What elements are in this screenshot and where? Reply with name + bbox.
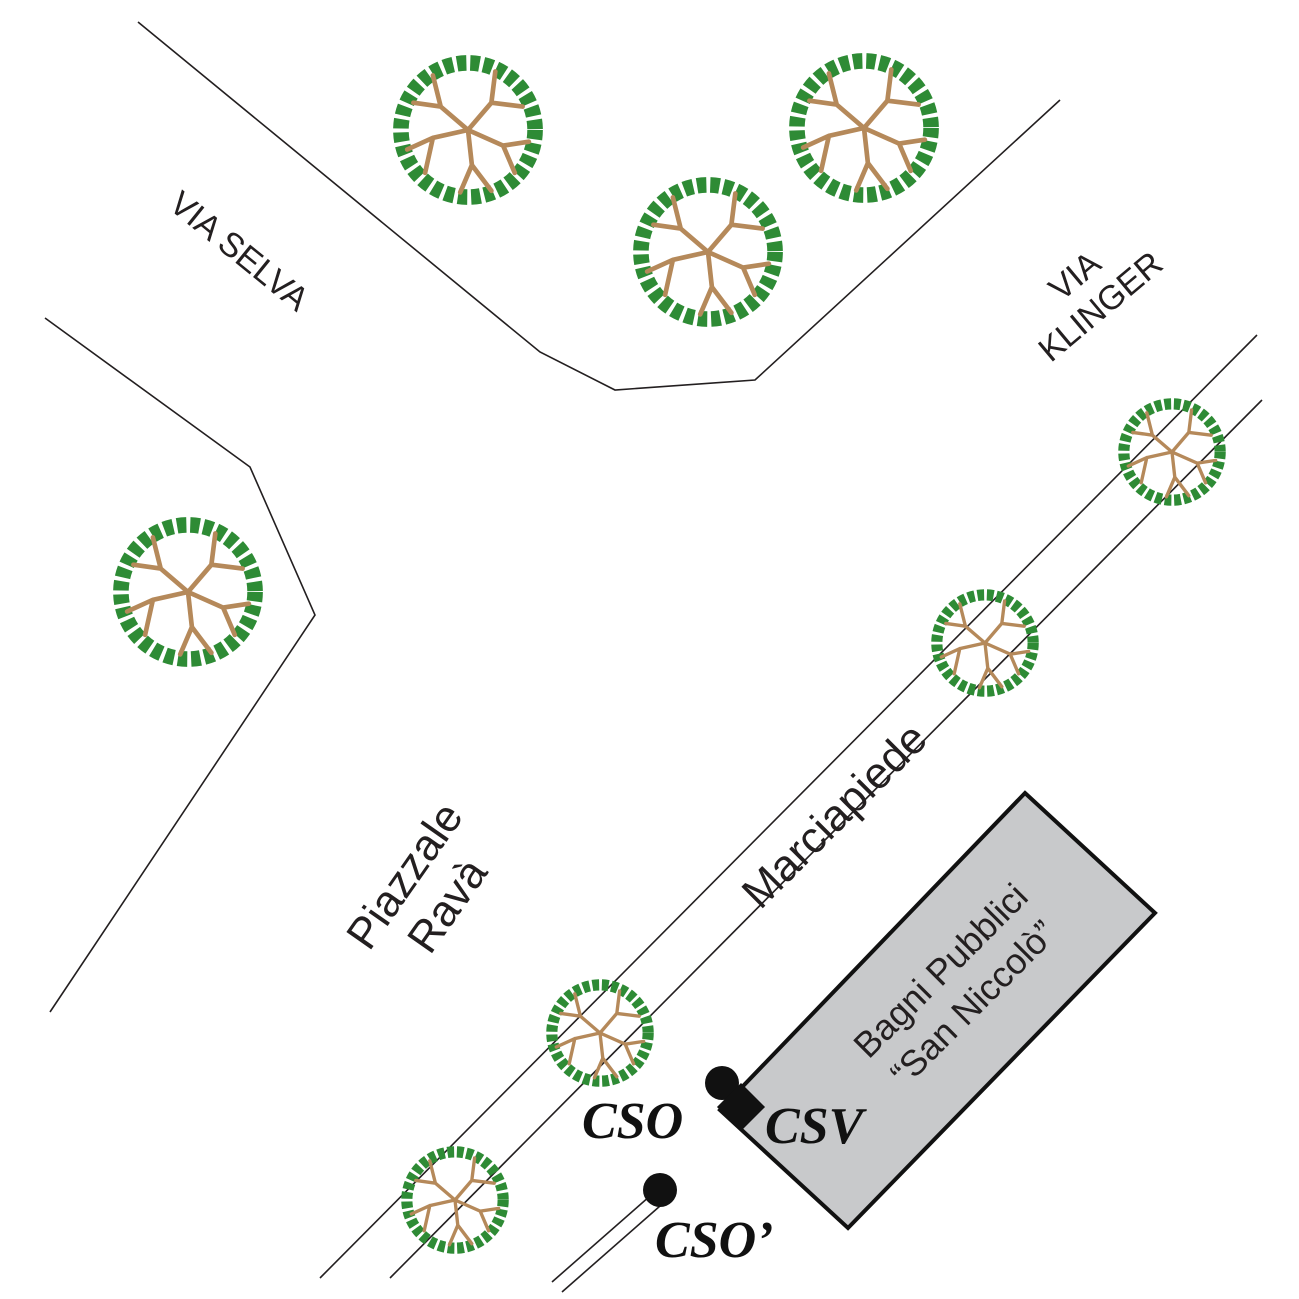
via-klinger-label: VIA KLINGER (1031, 244, 1170, 370)
tree-icon (1124, 404, 1220, 500)
tree-icon (407, 1152, 503, 1248)
tree-icon (797, 61, 931, 195)
cso-prime-label: CSO’ (655, 1212, 773, 1269)
cso-label: CSO (582, 1093, 683, 1150)
road-edges (44, 21, 1263, 1293)
tree-icon (121, 525, 255, 659)
sidewalk-inner-edge (389, 399, 1263, 1279)
tree-icon (641, 185, 775, 319)
pipe-line-a (551, 1195, 651, 1283)
piazzale-west-edge (44, 317, 316, 1013)
manhole-circle-icon[interactable] (643, 1173, 677, 1207)
public-baths-building[interactable] (717, 790, 1158, 1231)
sidewalk-label: Marciapiede (733, 714, 937, 918)
via-selva-label: VIA SELVA (162, 184, 316, 319)
pipe-line-b (561, 1205, 661, 1293)
via-selva-edge (137, 21, 1061, 391)
tree-icon (401, 63, 535, 197)
manhole-circle-icon[interactable] (705, 1066, 739, 1100)
via-klinger-line2: KLINGER (1031, 244, 1170, 369)
trees (121, 61, 1220, 1248)
csv-label: CSV (765, 1098, 868, 1155)
piazzale-rava-label: Piazzale Ravà (337, 794, 497, 962)
sidewalk-outer-edge (319, 334, 1258, 1279)
